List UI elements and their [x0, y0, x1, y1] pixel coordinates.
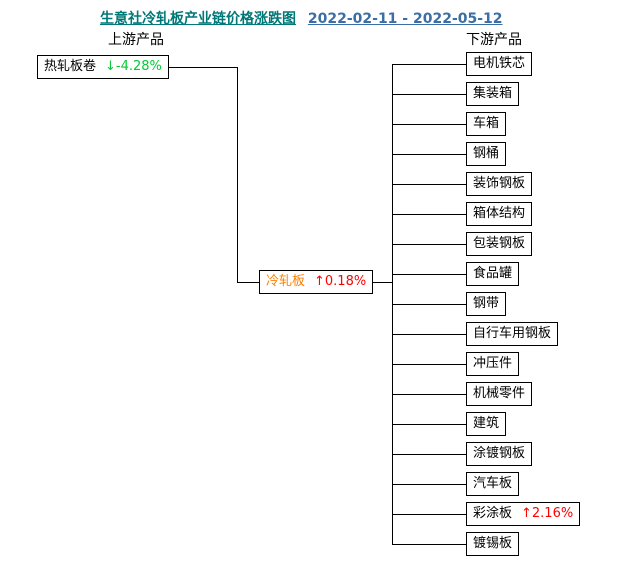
- downstream-row: 汽车板: [392, 469, 580, 499]
- downstream-row: 冲压件: [392, 349, 580, 379]
- downstream-node: 汽车板: [466, 472, 520, 496]
- connector-stub: [392, 423, 466, 425]
- node-label: 箱体结构: [473, 206, 526, 221]
- connector-stub: [392, 513, 466, 515]
- downstream-node: 钢带: [466, 292, 507, 316]
- connector-stub: [392, 183, 466, 185]
- connector-stub: [392, 153, 466, 155]
- diagram-title[interactable]: 生意社冷轧板产业链价格涨跌图 2022-02-11 - 2022-05-12: [100, 8, 503, 28]
- node-label: 冷轧板: [266, 274, 306, 289]
- downstream-node: 彩涂板 ↑2.16%: [466, 502, 581, 526]
- connector-upstream-horizontal: [100, 67, 238, 68]
- downstream-node: 建筑: [466, 412, 507, 436]
- node-label: 建筑: [473, 416, 500, 431]
- downstream-row: 包装钢板: [392, 229, 580, 259]
- diagram-date-range[interactable]: 2022-02-11 - 2022-05-12: [307, 11, 503, 27]
- downstream-node: 装饰钢板: [466, 172, 533, 196]
- node-label: 包装钢板: [473, 236, 526, 251]
- node-cold-rolled-sheet: 冷轧板 ↑0.18%: [259, 270, 374, 294]
- downstream-node: 镀锡板: [466, 532, 520, 556]
- connector-upstream-vertical: [237, 67, 238, 283]
- connector-stub: [392, 483, 466, 485]
- node-change-value: ↑0.18%: [314, 274, 367, 289]
- node-label: 热轧板卷: [44, 59, 97, 74]
- node-label: 涂镀钢板: [473, 446, 526, 461]
- node-label: 电机铁芯: [473, 56, 526, 71]
- downstream-node: 涂镀钢板: [466, 442, 533, 466]
- connector-stub: [392, 243, 466, 245]
- connector-stub: [392, 213, 466, 215]
- node-label: 集装箱: [473, 86, 513, 101]
- node-change-value: ↓-4.28%: [105, 59, 162, 74]
- downstream-node: 车箱: [466, 112, 507, 136]
- downstream-row: 箱体结构: [392, 199, 580, 229]
- downstream-row: 钢带: [392, 289, 580, 319]
- downstream-node: 冲压件: [466, 352, 520, 376]
- node-label: 装饰钢板: [473, 176, 526, 191]
- connector-trunk-vertical: [392, 64, 393, 545]
- connector-stub: [392, 393, 466, 395]
- downstream-row: 镀锡板: [392, 529, 580, 559]
- connector-to-center: [237, 282, 267, 283]
- connector-stub: [392, 93, 466, 95]
- connector-stub: [392, 303, 466, 305]
- node-label: 车箱: [473, 116, 500, 131]
- downstream-node: 自行车用钢板: [466, 322, 559, 346]
- downstream-node: 食品罐: [466, 262, 520, 286]
- downstream-row: 集装箱: [392, 79, 580, 109]
- downstream-node: 包装钢板: [466, 232, 533, 256]
- connector-stub: [392, 273, 466, 275]
- downstream-row: 建筑: [392, 409, 580, 439]
- connector-stub: [392, 453, 466, 455]
- connector-stub: [392, 543, 466, 545]
- downstream-node: 集装箱: [466, 82, 520, 106]
- downstream-node: 机械零件: [466, 382, 533, 406]
- node-label: 钢带: [473, 296, 500, 311]
- downstream-row: 涂镀钢板: [392, 439, 580, 469]
- connector-stub: [392, 363, 466, 365]
- downstream-rows: 电机铁芯 集装箱 车箱 钢桶 装饰钢板: [392, 49, 581, 559]
- downstream-node: 箱体结构: [466, 202, 533, 226]
- downstream-row: 电机铁芯: [392, 49, 580, 79]
- node-label: 钢桶: [473, 146, 500, 161]
- node-label: 食品罐: [473, 266, 513, 281]
- downstream-row: 车箱: [392, 109, 580, 139]
- downstream-node: 钢桶: [466, 142, 507, 166]
- node-label: 冲压件: [473, 356, 513, 371]
- connector-stub: [392, 123, 466, 125]
- diagram-title-text[interactable]: 生意社冷轧板产业链价格涨跌图: [100, 11, 296, 27]
- node-hot-rolled-coil: 热轧板卷 ↓-4.28%: [37, 55, 169, 79]
- downstream-row: 钢桶: [392, 139, 580, 169]
- connector-stub: [392, 333, 466, 335]
- node-label: 机械零件: [473, 386, 526, 401]
- downstream-row: 自行车用钢板: [392, 319, 580, 349]
- node-label: 汽车板: [473, 476, 513, 491]
- upstream-section-label: 上游产品: [108, 32, 164, 48]
- downstream-node: 电机铁芯: [466, 52, 533, 76]
- downstream-section-label: 下游产品: [466, 32, 522, 48]
- downstream-row: 彩涂板 ↑2.16%: [392, 499, 581, 529]
- node-label: 自行车用钢板: [473, 326, 552, 341]
- node-label: 彩涂板: [473, 506, 513, 521]
- connector-stub: [392, 63, 466, 65]
- downstream-row: 装饰钢板: [392, 169, 580, 199]
- node-label: 镀锡板: [473, 536, 513, 551]
- downstream-row: 食品罐: [392, 259, 580, 289]
- node-change-value: ↑2.16%: [521, 506, 574, 521]
- downstream-row: 机械零件: [392, 379, 580, 409]
